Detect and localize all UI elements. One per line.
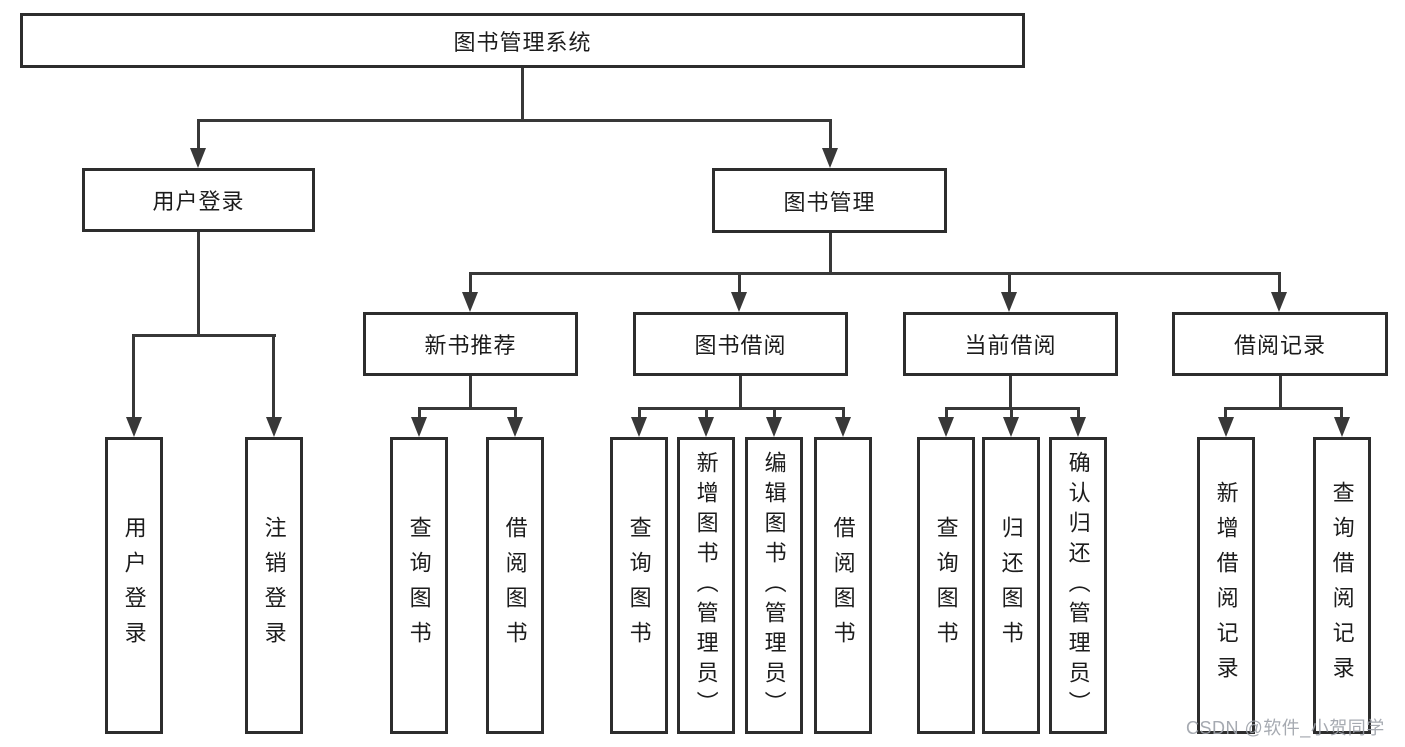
node-new-book-recommend: 新书推荐 (363, 312, 578, 376)
node-borrow-records-label: 借阅记录 (1233, 333, 1326, 358)
arrow-down-icon (1001, 292, 1017, 312)
node-root: 图书管理系统 (20, 13, 1025, 68)
node-book-borrow: 图书借阅 (633, 312, 848, 376)
connector-line (418, 407, 516, 410)
node-current-borrow: 当前借阅 (903, 312, 1118, 376)
connector-line (1224, 407, 1343, 410)
connector-line (638, 407, 641, 419)
connector-line (1010, 407, 1013, 419)
leaf-borrow-books-1: 借阅图书 (486, 437, 544, 734)
arrow-down-icon (190, 148, 206, 168)
arrow-down-icon (1218, 417, 1234, 437)
leaf-query-books-3: 查询图书 (917, 437, 975, 734)
leaf-add-book-admin-label: 新增图书（管理员） (693, 450, 719, 721)
leaf-borrow-books-2-label: 借阅图书 (830, 515, 856, 656)
leaf-query-borrow-record-label: 查询借阅记录 (1329, 480, 1355, 691)
leaf-query-borrow-record: 查询借阅记录 (1313, 437, 1371, 734)
node-new-book-recommend-label: 新书推荐 (424, 333, 517, 358)
node-book-borrow-label: 图书借阅 (694, 333, 787, 358)
arrow-down-icon (411, 417, 427, 437)
connector-line (197, 232, 200, 337)
connector-line (1009, 376, 1012, 409)
connector-line (638, 407, 845, 410)
arrow-down-icon (835, 417, 851, 437)
connector-line (469, 272, 472, 294)
connector-line (197, 119, 832, 122)
leaf-user-login-label: 用户登录 (121, 515, 147, 656)
connector-line (738, 272, 741, 294)
arrow-down-icon (507, 417, 523, 437)
connector-line (1279, 376, 1282, 409)
leaf-borrow-books-2: 借阅图书 (814, 437, 872, 734)
connector-line (521, 68, 524, 120)
connector-line (197, 119, 200, 150)
leaf-query-books-2: 查询图书 (610, 437, 668, 734)
connector-line (1278, 272, 1281, 294)
connector-line (132, 334, 135, 419)
leaf-add-borrow-record-label: 新增借阅记录 (1213, 480, 1239, 691)
connector-line (1340, 407, 1343, 419)
node-user-login-label: 用户登录 (152, 189, 245, 214)
connector-line (418, 407, 421, 419)
leaf-query-books-2-label: 查询图书 (626, 515, 652, 656)
leaf-return-book-label: 归还图书 (998, 515, 1024, 656)
connector-line (272, 334, 275, 419)
connector-line (1077, 407, 1080, 419)
leaf-query-books-1: 查询图书 (390, 437, 448, 734)
leaf-query-books-3-label: 查询图书 (933, 515, 959, 656)
connector-line (842, 407, 845, 419)
arrow-down-icon (1003, 417, 1019, 437)
arrow-down-icon (1271, 292, 1287, 312)
connector-line (829, 233, 832, 274)
leaf-edit-book-admin: 编辑图书（管理员） (745, 437, 803, 734)
node-current-borrow-label: 当前借阅 (964, 333, 1057, 358)
arrow-down-icon (731, 292, 747, 312)
arrow-down-icon (1334, 417, 1350, 437)
arrow-down-icon (822, 148, 838, 168)
connector-line (514, 407, 517, 419)
node-root-label: 图书管理系统 (453, 29, 592, 55)
arrow-down-icon (126, 417, 142, 437)
leaf-borrow-books-1-label: 借阅图书 (502, 515, 528, 656)
connector-line (469, 376, 472, 409)
node-book-management: 图书管理 (712, 168, 947, 233)
leaf-add-borrow-record: 新增借阅记录 (1197, 437, 1255, 734)
leaf-confirm-return-admin: 确认归还（管理员） (1049, 437, 1107, 734)
node-borrow-records: 借阅记录 (1172, 312, 1388, 376)
arrow-down-icon (698, 417, 714, 437)
connector-line (132, 334, 276, 337)
leaf-query-books-1-label: 查询图书 (406, 515, 432, 656)
connector-line (829, 119, 832, 150)
leaf-user-login: 用户登录 (105, 437, 163, 734)
arrow-down-icon (938, 417, 954, 437)
connector-line (1008, 272, 1011, 294)
connector-line (739, 376, 742, 409)
arrow-down-icon (266, 417, 282, 437)
connector-line (1224, 407, 1227, 419)
leaf-logout-label: 注销登录 (261, 515, 287, 656)
watermark: CSDN @软件_小贺同学 (1186, 718, 1385, 738)
connector-line (469, 272, 1280, 275)
leaf-add-book-admin: 新增图书（管理员） (677, 437, 735, 734)
node-user-login: 用户登录 (82, 168, 315, 232)
node-book-management-label: 图书管理 (783, 189, 876, 215)
arrow-down-icon (631, 417, 647, 437)
leaf-edit-book-admin-label: 编辑图书（管理员） (761, 450, 787, 721)
leaf-logout: 注销登录 (245, 437, 303, 734)
arrow-down-icon (1070, 417, 1086, 437)
connector-line (773, 407, 776, 419)
leaf-return-book: 归还图书 (982, 437, 1040, 734)
leaf-confirm-return-admin-label: 确认归还（管理员） (1065, 450, 1091, 721)
arrow-down-icon (766, 417, 782, 437)
arrow-down-icon (462, 292, 478, 312)
connector-line (705, 407, 708, 419)
connector-line (945, 407, 948, 419)
